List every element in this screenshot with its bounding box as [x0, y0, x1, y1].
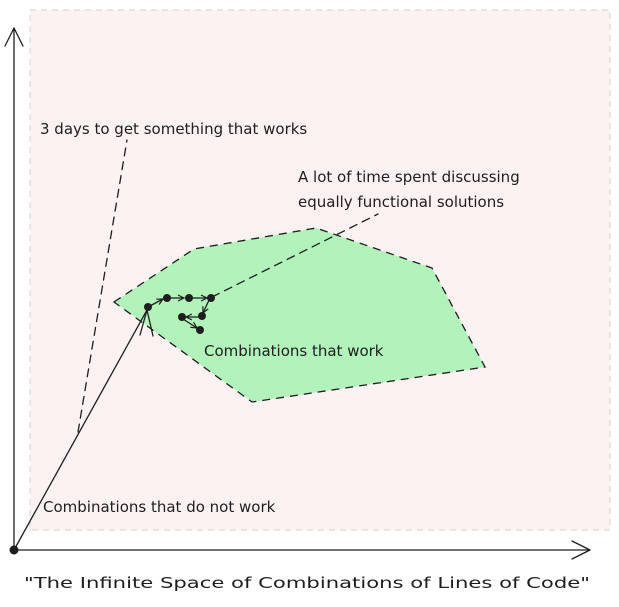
- working-region-label: Combinations that work: [204, 342, 384, 360]
- days-annotation: 3 days to get something that works: [40, 120, 307, 138]
- discussion-annotation-line1: A lot of time spent discussing: [298, 168, 520, 186]
- working-region-polygon: [112, 227, 487, 403]
- x-axis: [13, 540, 591, 560]
- days-leader-line: [77, 139, 128, 433]
- discussion-annotation-line2: equally functional solutions: [298, 193, 504, 211]
- iteration-path: [144, 294, 215, 334]
- y-axis: [4, 27, 24, 551]
- iteration-dot: [185, 294, 193, 302]
- discussion-leader-line: [211, 213, 379, 298]
- non-working-region-label: Combinations that do not work: [43, 498, 276, 516]
- iteration-dot: [178, 313, 186, 321]
- iteration-dot: [144, 303, 152, 311]
- iteration-dot: [163, 294, 171, 302]
- iteration-dot: [207, 294, 215, 302]
- x-axis-caption: "The Infinite Space of Combinations of L…: [24, 574, 590, 592]
- iteration-dot: [198, 312, 206, 320]
- iteration-dot: [196, 326, 204, 334]
